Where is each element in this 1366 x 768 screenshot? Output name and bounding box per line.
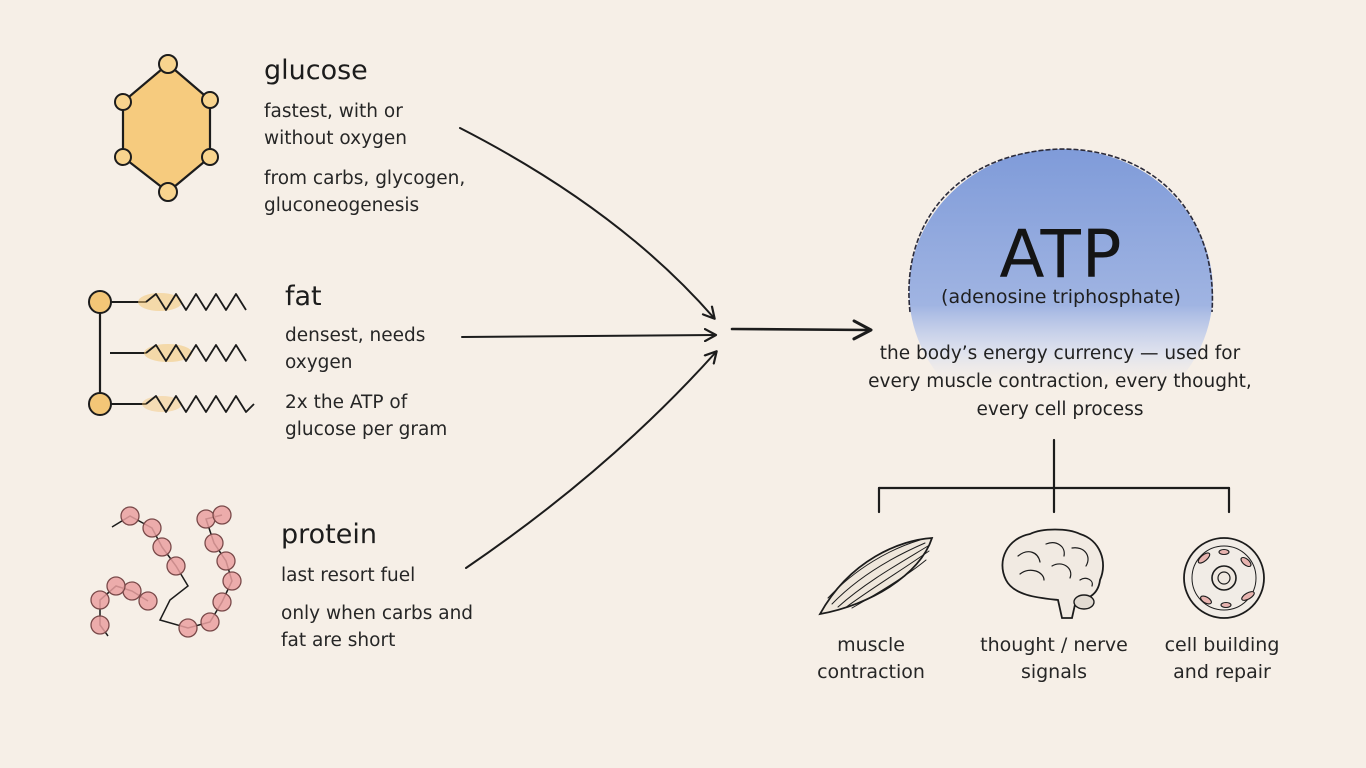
atp-circle	[908, 148, 1214, 433]
glucose-arrow	[459, 127, 714, 318]
use-label-thought: thought / nerve signals	[980, 634, 1128, 683]
protein-desc-condition: only when carbs and fat are short	[281, 603, 474, 651]
uses-connector	[877, 438, 1231, 514]
fat-desc-yield: 2x the ATP of glucose per gram	[285, 392, 448, 440]
to-atp-arrow	[730, 319, 873, 341]
atp-description: the body’s energy currency — used for ev…	[868, 343, 1252, 420]
glucose-title: glucose	[264, 55, 368, 86]
protein-arrow	[465, 352, 716, 569]
use-label-cell: cell building and repair	[1164, 634, 1280, 683]
atp-subtitle: (adenosine triphosphate)	[941, 286, 1181, 308]
atp-title: ATP	[999, 216, 1123, 293]
muscle-icon	[818, 537, 934, 616]
glucose-desc-speed: fastest, with or without oxygen	[264, 101, 407, 149]
fat-title: fat	[285, 281, 322, 312]
hexagon-molecule-icon	[114, 54, 219, 202]
triglyceride-chain-icon	[88, 290, 255, 416]
protein-desc-role: last resort fuel	[281, 565, 416, 586]
protein-title: protein	[281, 519, 377, 550]
use-label-muscle: muscle contraction	[817, 634, 925, 683]
amino-acid-chain-icon	[90, 505, 242, 638]
cell-icon	[1183, 537, 1265, 619]
glucose-desc-origin: from carbs, glycogen, gluconeogenesis	[264, 168, 466, 216]
brain-icon	[1001, 528, 1104, 619]
fat-desc-density: densest, needs oxygen	[285, 325, 426, 373]
fat-arrow	[461, 335, 715, 337]
